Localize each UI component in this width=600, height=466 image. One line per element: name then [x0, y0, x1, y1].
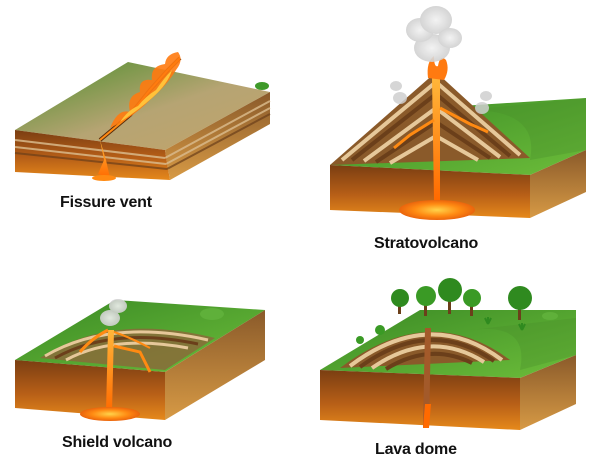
shield-side-face	[165, 310, 265, 420]
fissure-bush	[255, 82, 269, 90]
shield-volcano-block	[15, 299, 265, 421]
shield-smoke	[100, 299, 127, 326]
fissure-magma-dike	[98, 140, 110, 178]
shield-magma-chamber	[80, 407, 140, 421]
dome-trees	[356, 278, 532, 344]
lava-dome-block	[320, 278, 576, 430]
lava-dome-caption: Lava dome	[375, 441, 457, 458]
fissure-fire	[110, 52, 181, 128]
strato-smoke-plume	[406, 6, 462, 62]
fissure-vent-block	[14, 52, 271, 181]
strato-magma-chamber	[399, 200, 475, 220]
shield-bush	[200, 308, 224, 320]
dome-conduit	[423, 328, 431, 428]
shield-volcano-caption: Shield volcano	[62, 434, 173, 451]
stratovolcano-caption: Stratovolcano	[374, 235, 479, 252]
shield-front-face	[15, 360, 165, 420]
dome-side-face	[520, 355, 576, 430]
strato-conduit	[432, 78, 440, 200]
dome-front-face	[320, 370, 520, 430]
stratovolcano-block	[330, 6, 586, 220]
strato-front-face	[330, 165, 530, 218]
strato-eruption	[427, 56, 448, 80]
fissure-vent-caption: Fissure vent	[60, 194, 152, 211]
shield-conduit	[106, 330, 114, 412]
strato-side-face	[530, 150, 586, 218]
